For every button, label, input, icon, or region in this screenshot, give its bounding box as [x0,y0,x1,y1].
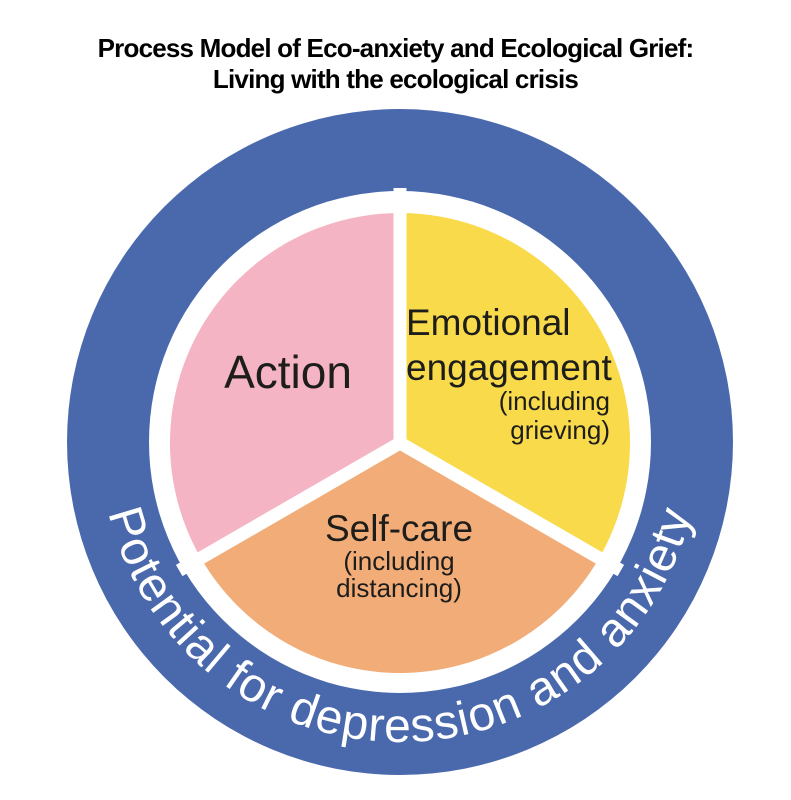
diagram-title-line-2: Living with the ecological crisis [212,63,579,94]
emotional-engagement-label-line-2: engagement [406,347,612,388]
emotional-engagement-sublabel-line-2: grieving) [510,415,610,445]
emotional-engagement-sublabel-line-1: (including [499,386,610,416]
segment-divider-left [175,437,404,577]
self-care-sublabel-line-1: (including [343,546,454,576]
diagram-title-line-1: Process Model of Eco-anxiety and Ecologi… [97,33,695,63]
emotional-engagement-label-line-1: Emotional [406,302,571,343]
self-care-sublabel-line-2: distancing) [336,573,462,603]
segment-divider-right [396,437,625,577]
action-label: Action [224,346,352,398]
diagram-title: Process Model of Eco-anxiety and Ecologi… [0,33,791,94]
self-care-label: Self-care [325,508,473,549]
